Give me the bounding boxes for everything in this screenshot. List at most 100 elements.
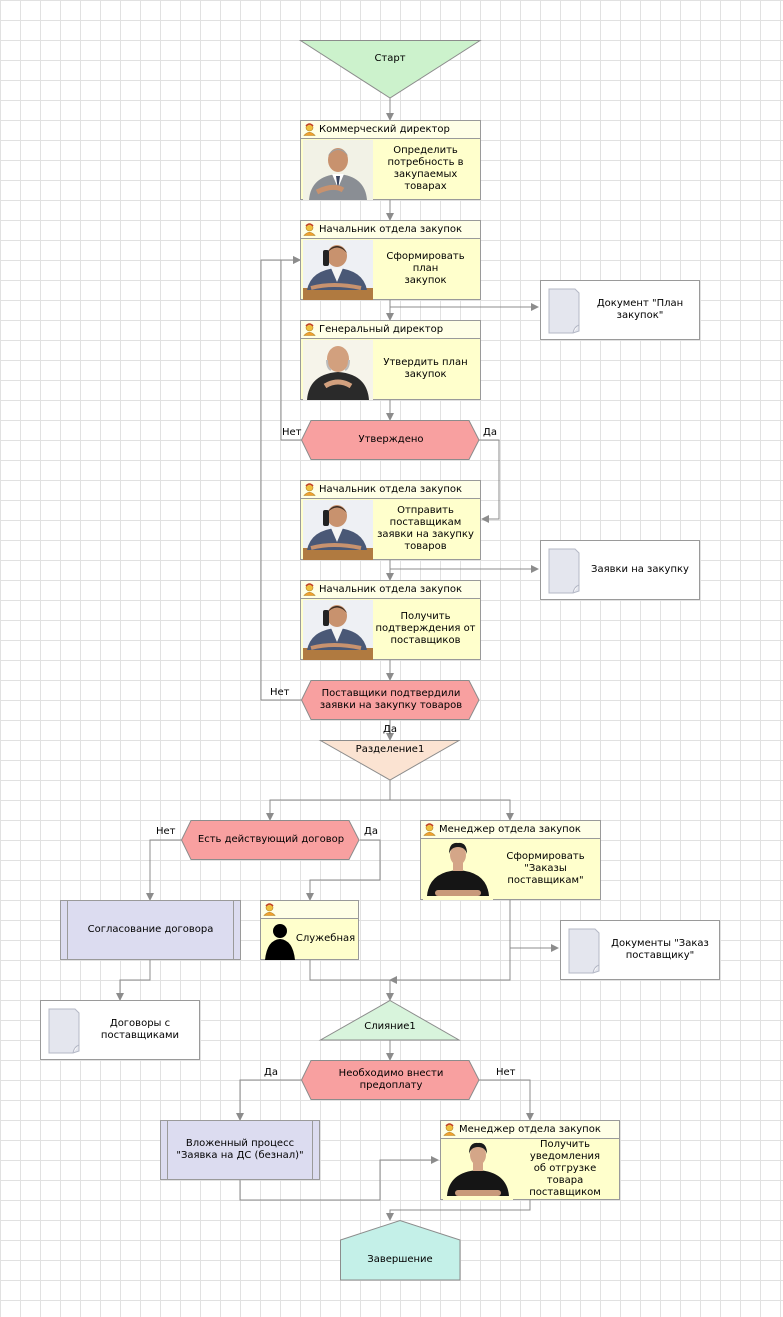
role-label: Генеральный директор (319, 324, 444, 335)
document-icon (568, 928, 600, 974)
branch-yes-label: Да (483, 427, 497, 438)
connector (260, 256, 302, 701)
role-user-icon (443, 1123, 456, 1136)
task-text: Сформировать "Заказы поставщикам" (506, 851, 585, 886)
role-user-icon (303, 123, 316, 136)
task-service[interactable]: Служебная (260, 900, 359, 960)
subprocess-label: Согласование договора (87, 924, 214, 935)
document-label: Документ "План закупок" (596, 298, 684, 321)
man-phone-photo-icon (303, 500, 373, 560)
connector (306, 839, 381, 901)
woman-photo-icon (443, 1140, 513, 1200)
merge-label: Слияние1 (364, 1021, 416, 1032)
split-gateway (318, 740, 461, 781)
decision-label: Поставщики подтвердили заявки на закупку… (319, 688, 463, 711)
connector (386, 1200, 531, 1221)
man-gray-photo-icon (303, 140, 373, 200)
role-header: Генеральный директор (301, 321, 480, 339)
connector (309, 960, 394, 1001)
task-form-orders[interactable]: Менеджер отдела закупок Сформировать "За… (420, 820, 601, 900)
task-text: Отправить поставщикам заявки на закупку … (377, 505, 474, 552)
branch-no-label: Нет (270, 687, 290, 698)
role-label: Начальник отдела закупок (319, 484, 463, 495)
decision-prepayment[interactable] (300, 1060, 481, 1100)
role-user-icon (423, 823, 436, 836)
subprocess-left-bar (61, 901, 68, 959)
task-approve-plan[interactable]: Генеральный директор Утвердить план заку… (300, 320, 481, 400)
role-header: Начальник отдела закупок (301, 481, 480, 499)
connector (239, 1156, 439, 1201)
connector (389, 900, 511, 984)
subprocess-payment-request[interactable]: Вложенный процесс "Заявка на ДС (безнал)… (160, 1120, 320, 1180)
connector (509, 900, 559, 952)
role-user-icon (303, 223, 316, 236)
connector (478, 439, 500, 523)
task-send-requests[interactable]: Начальник отдела закупок Отправить поста… (300, 480, 481, 560)
document-label: Документы "Заказ поставщику" (611, 938, 709, 961)
connector (478, 1079, 534, 1121)
start-event (298, 40, 482, 99)
role-label: Начальник отдела закупок (319, 224, 463, 235)
man-phone-photo-icon (303, 600, 373, 660)
connector (116, 960, 151, 1001)
role-header: Начальник отдела закупок (301, 221, 480, 239)
branch-yes-label: Да (264, 1067, 278, 1078)
connector (280, 256, 302, 441)
branch-yes-label: Да (383, 724, 397, 735)
subprocess-right-bar (312, 1121, 319, 1179)
task-define-needs[interactable]: Коммерческий директор Определить потребн… (300, 120, 481, 200)
document-supplier-orders[interactable]: Документы "Заказ поставщику" (560, 920, 720, 980)
subprocess-contract-approval[interactable]: Согласование договора (60, 900, 241, 960)
document-icon (548, 288, 580, 334)
branch-no-label: Нет (156, 826, 176, 837)
document-icon (48, 1008, 80, 1054)
end-event (340, 1219, 461, 1281)
silhouette-icon (265, 924, 295, 960)
task-get-confirmations[interactable]: Начальник отдела закупок Получить подтве… (300, 580, 481, 660)
task-text: Получить подтверждения от поставщиков (375, 611, 476, 646)
man-phone-photo-icon (303, 240, 373, 300)
branch-no-label: Нет (282, 427, 302, 438)
split-label: Разделение1 (355, 744, 425, 755)
role-user-icon (263, 903, 276, 916)
decision-label: Есть действующий договор (197, 834, 345, 845)
decision-label: Необходимо внести предоплату (338, 1068, 444, 1091)
task-shipment-notices[interactable]: Менеджер отдела закупок Получить уведомл… (440, 1120, 620, 1200)
role-user-icon (303, 583, 316, 596)
start-label: Старт (374, 53, 406, 64)
document-label: Заявки на закупку (591, 564, 689, 575)
document-supplier-contracts[interactable]: Договоры с поставщиками (40, 1000, 200, 1060)
role-header: Коммерческий директор (301, 121, 480, 139)
role-header: Менеджер отдела закупок (441, 1121, 619, 1139)
connector (266, 780, 391, 821)
decision-has-contract[interactable] (180, 820, 361, 860)
subprocess-label: Вложенный процесс "Заявка на ДС (безнал)… (176, 1138, 304, 1161)
document-label: Договоры с поставщиками (100, 1018, 180, 1041)
decision-label: Утверждено (358, 434, 424, 445)
role-header: Менеджер отдела закупок (421, 821, 600, 839)
role-header (261, 901, 358, 919)
role-user-icon (303, 323, 316, 336)
role-user-icon (303, 483, 316, 496)
task-text: Утвердить план закупок (383, 357, 468, 380)
task-form-plan[interactable]: Начальник отдела закупок Сформировать пл… (300, 220, 481, 300)
connector (146, 839, 182, 901)
decision-approved[interactable] (300, 420, 481, 460)
role-label: Менеджер отдела закупок (439, 824, 581, 835)
decision-suppliers-confirmed[interactable] (300, 680, 481, 720)
branch-no-label: Нет (496, 1067, 516, 1078)
document-purchase-requests[interactable]: Заявки на закупку (540, 540, 700, 600)
connector (390, 799, 514, 821)
subprocess-left-bar (161, 1121, 168, 1179)
role-label: Начальник отдела закупок (319, 584, 463, 595)
role-label: Коммерческий директор (319, 124, 450, 135)
merge-gateway (318, 999, 461, 1041)
branch-yes-label: Да (364, 826, 378, 837)
woman-photo-icon (423, 840, 493, 900)
document-purchase-plan[interactable]: Документ "План закупок" (540, 280, 700, 340)
task-text: Получить уведомления об отгрузке товара … (529, 1139, 601, 1198)
man-bald-photo-icon (303, 340, 373, 400)
end-label: Завершение (367, 1254, 433, 1265)
